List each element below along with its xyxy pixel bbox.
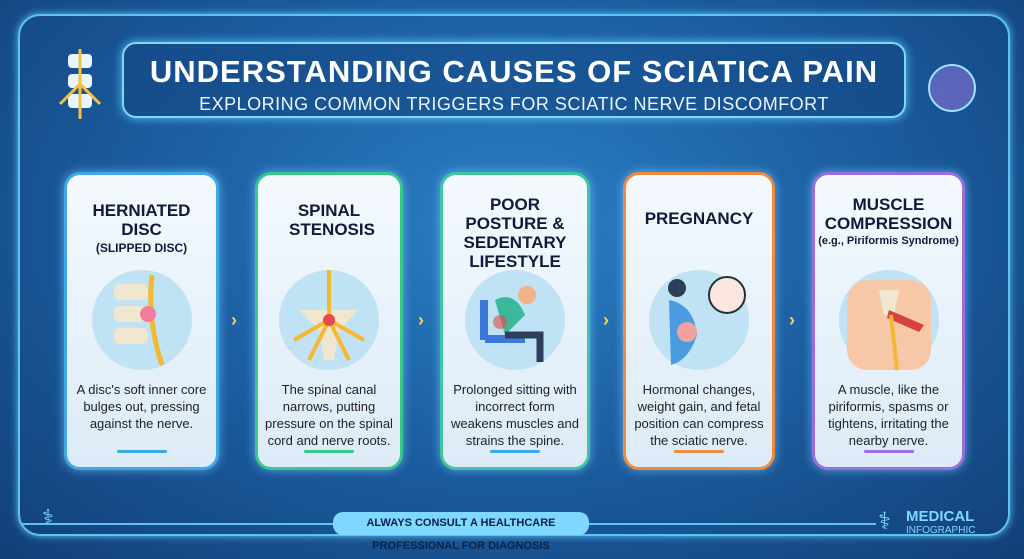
card-subtitle: (e.g., Piriformis Syndrome) [818,235,959,247]
card-muscle-compression: MUSCLE COMPRESSION (e.g., Piriformis Syn… [812,172,965,470]
card-underline [674,450,724,453]
card-description: Hormonal changes, weight gain, and fetal… [634,382,764,448]
cell-icon [928,64,976,112]
card-underline [863,450,914,453]
page-subtitle: EXPLORING COMMON TRIGGERS FOR SCIATIC NE… [199,94,829,114]
herniated-disc-icon [91,270,192,370]
card-spinal-stenosis: SPINAL STENOSIS The spinal canal narrows… [255,172,403,470]
pregnant-woman-icon [649,270,749,370]
card-title: PREGNANCY [644,209,754,228]
disclaimer-badge: ALWAYS CONSULT A HEALTHCARE PROFESSIONAL… [333,512,589,552]
title-banner: UNDERSTANDING CAUSES OF SCIATICA PAIN EX… [122,42,906,118]
footer-line [22,523,333,525]
logo-line2: INFOGRAPHIC [906,525,976,536]
piriformis-muscle-icon [838,270,939,370]
card-subtitle: (SLIPPED DISC) [95,241,188,255]
chevron-right-icon: › [231,310,237,330]
logo-line1: MEDICAL [906,508,975,525]
sitting-person-icon [465,270,565,370]
card-poor-posture: POOR POSTURE & SEDENTARY LIFESTYLE Prolo… [440,172,590,470]
card-title: HERNIATED DISC [92,201,191,239]
card-description: Prolonged sitting with incorrect form we… [451,382,579,448]
card-title: SPINAL STENOSIS [289,201,375,239]
caduceus-icon: ⚕ [878,508,891,535]
card-underline [116,450,167,453]
page-title: UNDERSTANDING CAUSES OF SCIATICA PAIN [149,54,879,89]
spine-icon [50,44,110,129]
chevron-right-icon: › [789,310,795,330]
card-description: A disc's soft inner core bulges out, pre… [76,382,207,431]
chevron-right-icon: › [418,310,424,330]
caduceus-icon: ⚕ [42,505,54,530]
card-description: A muscle, like the piriformis, spasms or… [828,382,949,448]
chevron-right-icon: › [603,310,609,330]
card-pregnancy: PREGNANCY Hormonal changes, weight gain,… [623,172,775,470]
footer-line [589,523,876,525]
spinal-stenosis-icon [279,270,379,370]
card-underline [490,450,540,453]
card-description: The spinal canal narrows, putting pressu… [265,382,393,448]
outer-frame [18,14,1010,536]
card-herniated-disc: HERNIATED DISC (SLIPPED DISC) A disc's s… [64,172,219,470]
card-title: POOR POSTURE & SEDENTARY LIFESTYLE [463,195,567,271]
card-title: MUSCLE COMPRESSION [824,195,953,233]
card-underline [304,450,354,453]
